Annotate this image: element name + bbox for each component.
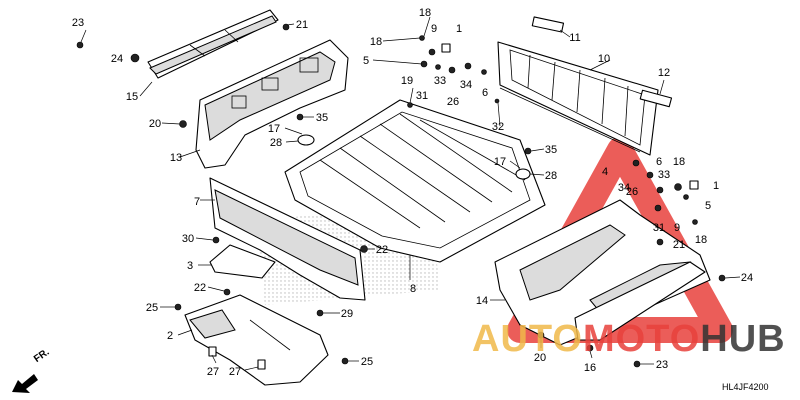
- callout-26: 26: [447, 96, 459, 108]
- callout-35: 35: [316, 112, 328, 124]
- callout-33: 33: [434, 75, 446, 87]
- callout-18: 18: [419, 7, 431, 19]
- callout-4: 4: [602, 166, 608, 178]
- part-15-front-rail: [147, 9, 279, 79]
- callout-24: 24: [111, 53, 123, 65]
- callout-18: 18: [695, 234, 707, 246]
- hardware-bolts: [76, 23, 726, 370]
- part-12-emblem: [639, 89, 673, 108]
- part-3-bracket: [209, 244, 276, 279]
- callout-28: 28: [545, 170, 557, 182]
- callout-19: 19: [401, 75, 413, 87]
- callout-34: 34: [460, 79, 472, 91]
- callout-25: 25: [361, 356, 373, 368]
- callout-33: 33: [658, 169, 670, 181]
- part-2-lower-bumper: [184, 294, 329, 386]
- callout-5: 5: [363, 55, 369, 67]
- callout-25: 25: [146, 302, 158, 314]
- callout-9: 9: [674, 222, 680, 234]
- part-11-emblem: [531, 16, 565, 33]
- callout-18: 18: [673, 156, 685, 168]
- callout-3: 3: [187, 260, 193, 272]
- part-13-left-side-panel: [195, 39, 349, 169]
- callout-8: 8: [410, 283, 416, 295]
- callout-31: 31: [416, 90, 428, 102]
- callout-14: 14: [476, 295, 488, 307]
- part-8-bed-floor: [284, 99, 546, 263]
- callout-10: 10: [598, 53, 610, 65]
- callout-26: 26: [626, 186, 638, 198]
- callout-17: 17: [494, 156, 506, 168]
- wordmark-moto: MOTO: [582, 318, 701, 360]
- part-7-lower-rail: [209, 177, 366, 301]
- part-16-lower-trim: [574, 261, 706, 341]
- leader-lines: [80, 16, 741, 371]
- automotohub-wordmark: AUTOMOTOHUB: [472, 318, 786, 361]
- callout-1: 1: [456, 23, 462, 35]
- callout-6: 6: [656, 156, 662, 168]
- callout-7: 7: [194, 196, 200, 208]
- callout-34: 34: [618, 182, 630, 194]
- callout-22: 22: [376, 244, 388, 256]
- callout-22: 22: [194, 282, 206, 294]
- callout-16: 16: [584, 362, 596, 374]
- callout-23: 23: [656, 359, 668, 371]
- callout-17: 17: [268, 123, 280, 135]
- callout-6: 6: [482, 87, 488, 99]
- callout-9: 9: [431, 23, 437, 35]
- callout-27: 27: [207, 366, 219, 378]
- callout-15: 15: [126, 91, 138, 103]
- callout-28: 28: [270, 137, 282, 149]
- callout-12: 12: [658, 67, 670, 79]
- callout-27: 27: [229, 366, 241, 378]
- callout-23: 23: [72, 17, 84, 29]
- callout-11: 11: [569, 32, 580, 44]
- callout-20: 20: [149, 118, 161, 130]
- callout-32: 32: [492, 121, 504, 133]
- diagram-code: HL4JF4200: [722, 382, 769, 392]
- callout-30: 30: [182, 233, 194, 245]
- callout-29: 29: [341, 308, 353, 320]
- callout-18: 18: [370, 36, 382, 48]
- callout-2: 2: [167, 330, 173, 342]
- part-10-tailgate: [497, 41, 659, 156]
- callout-13: 13: [170, 152, 182, 164]
- callout-1: 1: [713, 180, 719, 192]
- callout-31: 31: [653, 222, 665, 234]
- callout-21: 21: [296, 19, 308, 31]
- callout-35: 35: [545, 144, 557, 156]
- callout-5: 5: [705, 200, 711, 212]
- wordmark-hub: HUB: [700, 318, 786, 360]
- callout-24: 24: [741, 272, 753, 284]
- front-direction-arrow: [12, 374, 38, 393]
- callout-21: 21: [673, 239, 685, 251]
- callout-20: 20: [534, 352, 546, 364]
- wordmark-auto: AUTO: [472, 318, 583, 360]
